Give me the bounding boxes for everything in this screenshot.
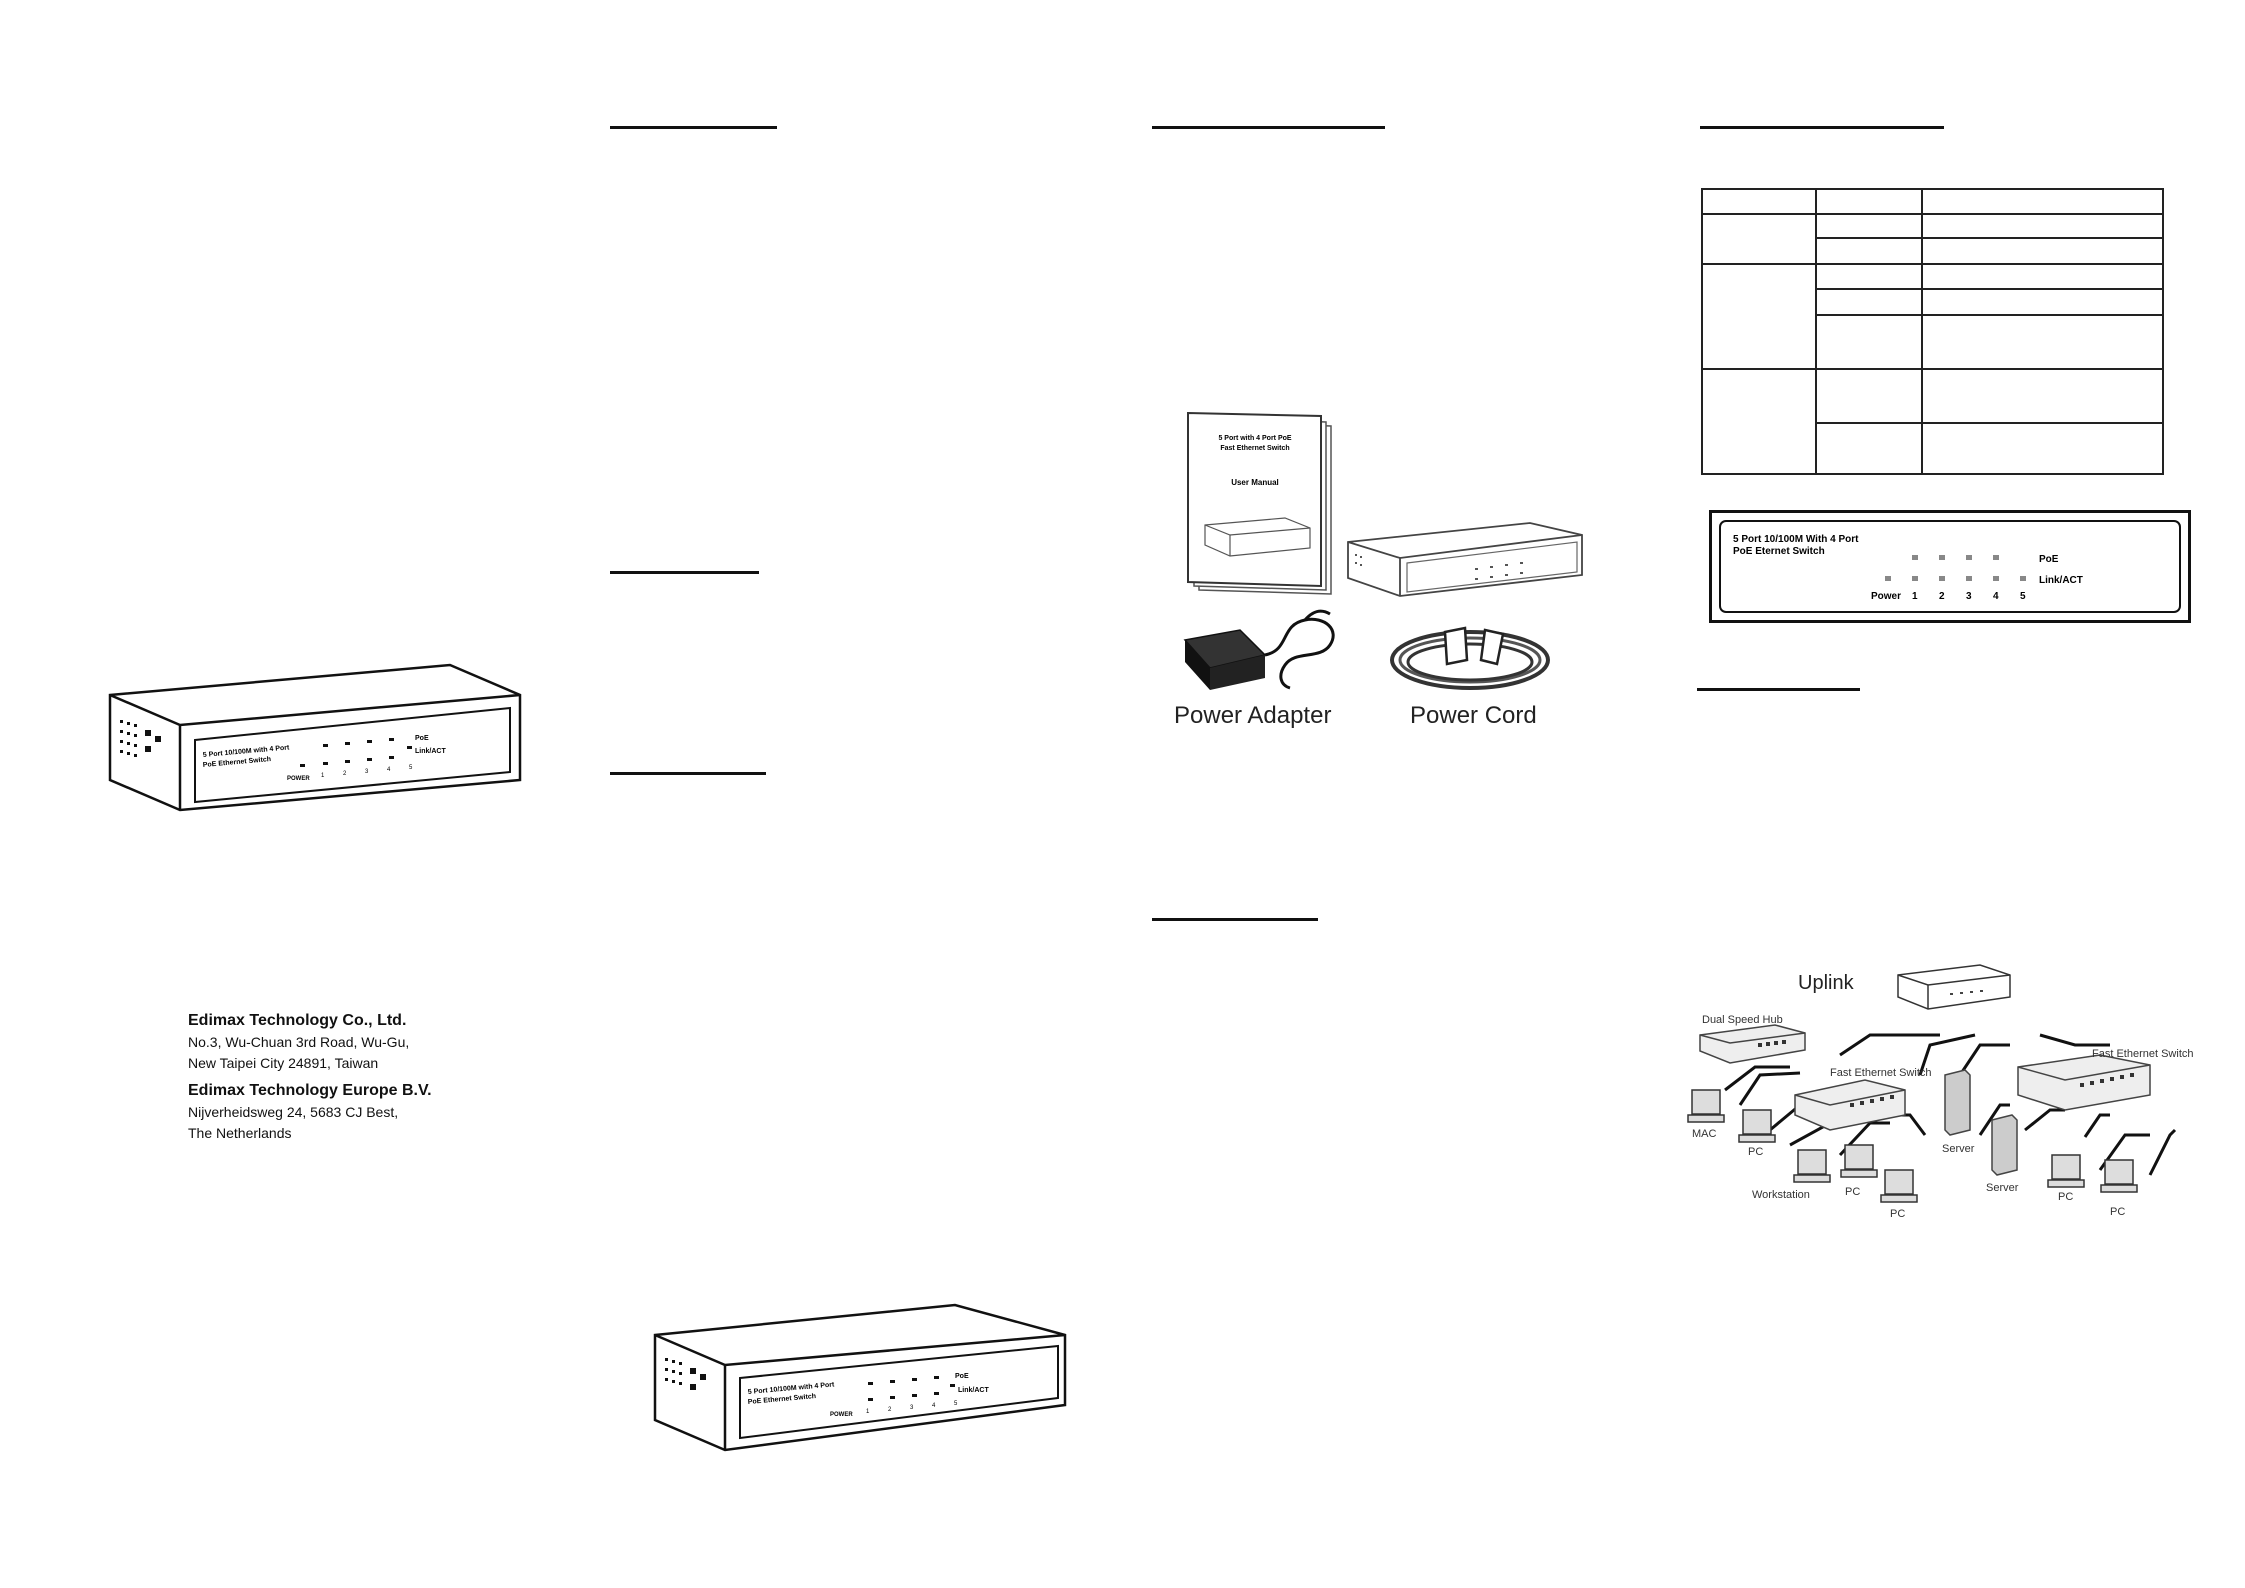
- bottom-port-2: 2: [888, 1407, 892, 1413]
- table-cell: [1921, 313, 2164, 371]
- cover-device-poe: PoE: [415, 735, 429, 742]
- front-panel-port-4: 4: [1993, 591, 1999, 602]
- bottom-device-power: POWER: [830, 1412, 853, 1418]
- section-heading-rule: [1152, 918, 1318, 921]
- table-cell: [1815, 368, 1923, 424]
- mac-label: MAC: [1692, 1128, 1717, 1140]
- table-cell: [1921, 188, 2164, 215]
- pc-4-label: PC: [2058, 1191, 2073, 1203]
- server-2-label: Server: [1986, 1182, 2019, 1194]
- address-line: New Taipei City 24891, Taiwan: [188, 1055, 379, 1071]
- pc-2-label: PC: [1845, 1186, 1860, 1198]
- table-cell: [1815, 263, 1923, 290]
- company-address: Edimax Technology Co., Ltd. No.3, Wu-Chu…: [188, 1010, 432, 1144]
- table-cell: [1815, 237, 1923, 266]
- table-cell: [1701, 368, 1817, 475]
- company-name-europe: Edimax Technology Europe B.V.: [188, 1082, 432, 1099]
- dual-speed-hub-label: Dual Speed Hub: [1702, 1014, 1783, 1026]
- section-heading-rule: [610, 772, 766, 775]
- bottom-device-link: Link/ACT: [958, 1387, 989, 1394]
- front-panel-power: Power: [1871, 591, 1901, 602]
- front-panel-port-3: 3: [1966, 591, 1972, 602]
- section-heading-rule: [610, 126, 777, 129]
- address-line: No.3, Wu-Chuan 3rd Road, Wu-Gu,: [188, 1034, 410, 1050]
- section-heading-rule: [1697, 688, 1860, 691]
- front-panel-port-1: 1: [1912, 591, 1918, 602]
- pc-3-label: PC: [1890, 1208, 1905, 1220]
- table-cell: [1815, 421, 1923, 476]
- cover-device-link: Link/ACT: [415, 748, 446, 755]
- package-switch-illustration: [1347, 522, 1583, 597]
- section-heading-rule: [1152, 126, 1385, 129]
- table-cell: [1921, 237, 2164, 266]
- address-line: The Netherlands: [188, 1125, 292, 1141]
- bottom-port-3: 3: [910, 1405, 914, 1411]
- table-cell: [1815, 188, 1923, 215]
- manual-user-manual: User Manual: [1231, 478, 1279, 487]
- table-cell: [1701, 263, 1817, 371]
- section-heading-rule: [610, 571, 759, 574]
- bottom-port-1: 1: [866, 1409, 870, 1415]
- front-panel-port-5: 5: [2020, 591, 2026, 602]
- manual-title-2: Fast Ethernet Switch: [1220, 445, 1289, 452]
- cover-port-5: 5: [409, 765, 413, 771]
- workstation-label: Workstation: [1752, 1189, 1810, 1201]
- fast-ethernet-switch-right-label: Fast Ethernet Switch: [2092, 1048, 2194, 1060]
- front-panel-line-1: 5 Port 10/100M With 4 Port: [1733, 534, 1859, 545]
- power-cord-caption: Power Cord: [1410, 702, 1537, 729]
- bottom-port-5: 5: [954, 1401, 958, 1407]
- front-panel-diagram: 5 Port 10/100M With 4 Port PoE Eternet S…: [1709, 510, 2191, 623]
- bottom-device-poe: PoE: [955, 1373, 969, 1380]
- table-cell: [1701, 212, 1817, 266]
- front-panel-line-2: PoE Eternet Switch: [1733, 546, 1825, 557]
- cover-port-4: 4: [387, 767, 391, 773]
- manual-title-1: 5 Port with 4 Port PoE: [1218, 435, 1291, 442]
- power-adapter-caption: Power Adapter: [1174, 702, 1332, 729]
- fast-ethernet-switch-center-label: Fast Ethernet Switch: [1830, 1067, 1932, 1079]
- led-indicator-table: [1701, 188, 2164, 476]
- switch-illustration-cover: 5 Port 10/100M with 4 Port PoE Ethernet …: [108, 663, 522, 812]
- table-cell: [1815, 313, 1923, 371]
- address-line: Nijverheidsweg 24, 5683 CJ Best,: [188, 1104, 399, 1120]
- table-cell: [1921, 263, 2164, 290]
- user-manual-illustration: 5 Port with 4 Port PoE Fast Ethernet Swi…: [1187, 411, 1332, 595]
- table-cell: [1815, 287, 1923, 316]
- power-cord-illustration: [1390, 626, 1550, 690]
- front-panel-link: Link/ACT: [2039, 575, 2083, 586]
- company-name-taiwan: Edimax Technology Co., Ltd.: [188, 1012, 407, 1029]
- section-heading-rule: [1700, 126, 1944, 129]
- pc-5-label: PC: [2110, 1206, 2125, 1218]
- switch-illustration-bottom: 5 Port 10/100M with 4 Port PoE Ethernet …: [653, 1303, 1067, 1452]
- bottom-port-4: 4: [932, 1403, 936, 1409]
- cover-device-power: POWER: [287, 776, 310, 782]
- cover-port-2: 2: [343, 771, 347, 777]
- pc-1-label: PC: [1748, 1146, 1763, 1158]
- power-adapter-illustration: [1183, 609, 1335, 690]
- front-panel-poe: PoE: [2039, 554, 2059, 565]
- table-cell: [1815, 212, 1923, 240]
- cover-port-3: 3: [365, 769, 369, 775]
- front-panel-port-2: 2: [1939, 591, 1945, 602]
- server-1-label: Server: [1942, 1143, 1975, 1155]
- table-cell: [1701, 188, 1817, 215]
- uplink-label: Uplink: [1798, 972, 1855, 994]
- network-diagram: Uplink Dual Speed Hub Fast Ethernet Swit…: [1687, 964, 2194, 1220]
- table-cell: [1921, 421, 2164, 476]
- table-cell: [1921, 368, 2164, 424]
- table-cell: [1921, 287, 2164, 316]
- cover-port-1: 1: [321, 773, 325, 779]
- table-cell: [1921, 212, 2164, 240]
